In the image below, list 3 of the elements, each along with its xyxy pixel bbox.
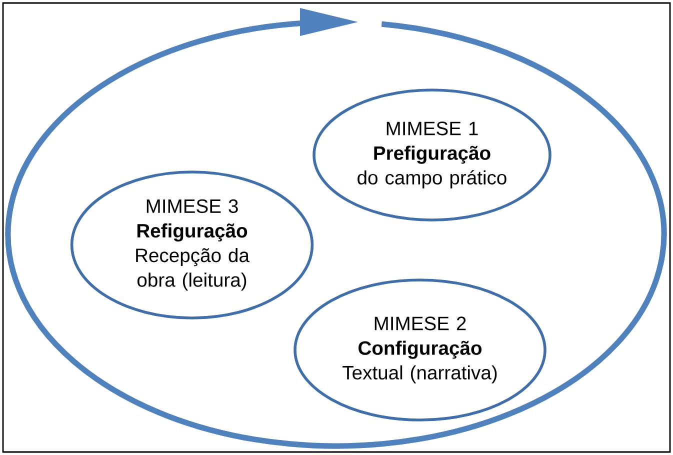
ellipse-node: MIMESE 3 Refiguração Recepção da obra (leitura): [70, 170, 314, 320]
ellipse-node: MIMESE 1 Prefiguração do campo prático: [312, 88, 552, 222]
ellipse-node: MIMESE 2 Configuração Textual (narrativa): [294, 278, 546, 422]
